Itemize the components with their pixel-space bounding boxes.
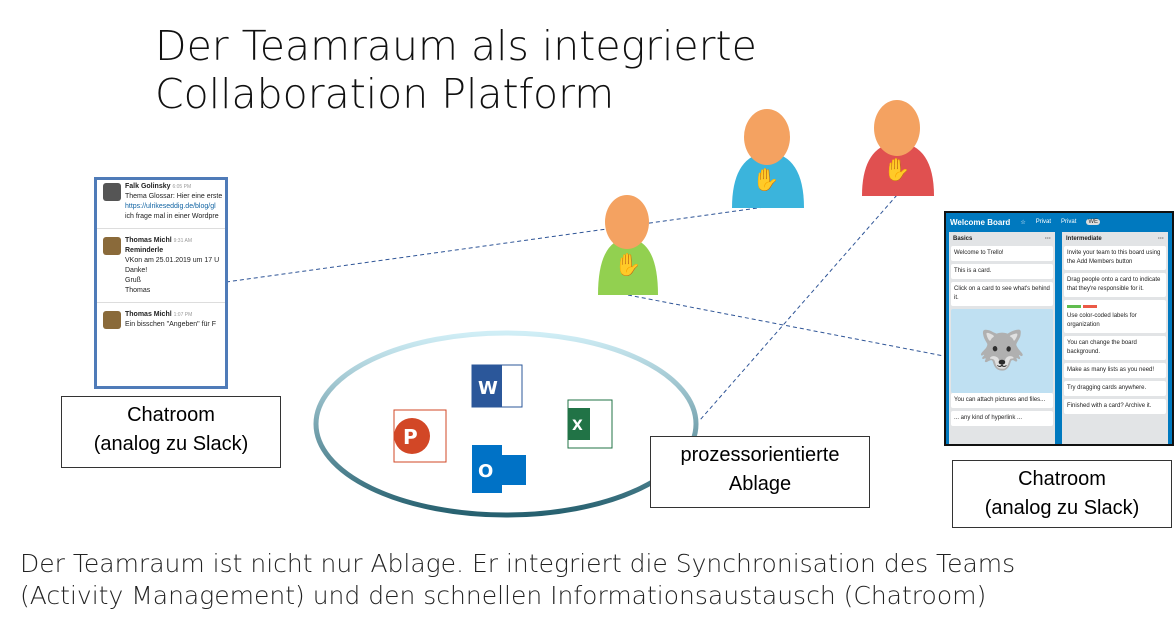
- caption-line-2: (Activity Management) und den schnellen …: [20, 581, 987, 610]
- person-green-icon: ✋: [598, 195, 658, 295]
- message-line: Ein bisschen "Angeben" für F: [125, 321, 216, 328]
- label-line: Chatroom: [127, 404, 215, 426]
- list-intermediate: Intermediate ··· Invite your team to this…: [1062, 232, 1168, 444]
- list-title: Intermediate: [1066, 236, 1102, 242]
- color-labels: [1067, 303, 1163, 312]
- card[interactable]: Use color-coded labels for organization: [1064, 300, 1166, 333]
- privacy-label[interactable]: Privat: [1035, 219, 1052, 225]
- label-line: Chatroom: [1018, 468, 1106, 490]
- svg-text:W: W: [478, 378, 498, 399]
- timestamp: 6:05 PM: [172, 184, 192, 190]
- connector-line: [225, 205, 773, 283]
- star-icon[interactable]: ☆: [1020, 219, 1026, 226]
- card[interactable]: Make as many lists as you need!: [1064, 363, 1166, 378]
- card[interactable]: ... any kind of hyperlink ...: [951, 411, 1053, 426]
- card-text: Use color-coded labels for organization: [1067, 313, 1137, 328]
- author: Falk Golinsky: [125, 183, 171, 190]
- slide-caption: Der Teamraum ist nicht nur Ablage. Er in…: [20, 548, 1015, 612]
- word-icon: W: [471, 364, 523, 408]
- more-icon[interactable]: ···: [1045, 236, 1051, 242]
- avatar: [103, 183, 121, 201]
- label-line: (analog zu Slack): [93, 433, 249, 455]
- label-line: prozessorientierte: [680, 444, 840, 466]
- card[interactable]: Invite your team to this board using the…: [1064, 246, 1166, 270]
- label-chatroom-right: Chatroom (analog zu Slack): [952, 460, 1172, 528]
- avatar: [103, 237, 121, 255]
- message-line: Danke!: [125, 267, 148, 274]
- message-line: Thema Glossar: Hier eine erste: [125, 193, 223, 200]
- card[interactable]: You can change the board background.: [1064, 336, 1166, 360]
- husky-image: 🐺: [951, 309, 1053, 393]
- powerpoint-icon: P: [393, 409, 447, 463]
- card[interactable]: Click on a card to see what's behind it.: [951, 282, 1053, 306]
- timestamp: 9:31 AM: [173, 238, 192, 244]
- outlook-icon: O: [472, 445, 526, 493]
- more-icon[interactable]: ···: [1158, 236, 1164, 242]
- card[interactable]: Welcome to Trello!: [951, 246, 1053, 261]
- title-line-1: Der Teamraum als integrierte: [155, 22, 757, 70]
- svg-text:✋: ✋: [752, 167, 779, 193]
- message-line: VKon am 25.01.2019 um 17 U: [125, 257, 220, 264]
- card[interactable]: Try dragging cards anywhere.: [1064, 381, 1166, 396]
- author: Thomas Michl: [125, 237, 172, 244]
- label-line: (analog zu Slack): [984, 497, 1140, 519]
- caption-line-1: Der Teamraum ist nicht nur Ablage. Er in…: [20, 549, 1016, 578]
- svg-text:✋: ✋: [614, 252, 641, 278]
- message-line: Gruß: [125, 277, 141, 284]
- list-basics: Basics ··· Welcome to Trello! This is a c…: [949, 232, 1055, 444]
- connector-line: [627, 294, 945, 357]
- chat-message: Thomas Michl 1:07 PM Ein bisschen "Angebe…: [97, 311, 225, 329]
- chat-message: Falk Golinsky 6:05 PM Thema Glossar: Hier…: [97, 183, 225, 220]
- card[interactable]: Drag people onto a card to indicate that…: [1064, 273, 1166, 297]
- message-line: ich frage mal in einer Wordpre: [125, 213, 219, 220]
- title-line-2: Collaboration Platform: [155, 70, 615, 118]
- board-header: Welcome Board ☆ Privat Privat WE: [946, 213, 1172, 231]
- storage-ellipse: [313, 330, 699, 518]
- slack-screenshot: Falk Golinsky 6:05 PM Thema Glossar: Hier…: [94, 177, 228, 389]
- avatar[interactable]: WE: [1086, 219, 1101, 225]
- author: Thomas Michl: [125, 311, 172, 318]
- connector-line: [699, 194, 898, 421]
- privacy-label[interactable]: Privat: [1061, 219, 1077, 225]
- svg-text:X: X: [572, 418, 583, 434]
- message-link[interactable]: https://ulrikeseddig.de/blog/gl: [125, 203, 216, 210]
- message-line: Reminderle: [125, 247, 164, 254]
- svg-text:P: P: [403, 425, 418, 449]
- person-blue-icon: ✋: [732, 109, 804, 208]
- card[interactable]: Finished with a card? Archive it.: [1064, 399, 1166, 414]
- board-title: Welcome Board: [950, 217, 1011, 227]
- message-line: Thomas: [125, 287, 151, 294]
- label-line: Ablage: [728, 473, 792, 495]
- excel-icon: X: [567, 399, 613, 449]
- person-red-icon: ✋: [862, 100, 934, 196]
- trello-screenshot: Welcome Board ☆ Privat Privat WE Basics ··· W…: [944, 211, 1174, 446]
- avatar: [103, 311, 121, 329]
- svg-text:O: O: [478, 461, 493, 482]
- card[interactable]: You can attach pictures and files...: [951, 393, 1053, 408]
- label-chatroom-left: Chatroom (analog zu Slack): [61, 396, 281, 468]
- list-title: Basics: [953, 236, 973, 242]
- timestamp: 1:07 PM: [173, 312, 193, 318]
- svg-text:✋: ✋: [883, 157, 910, 183]
- card[interactable]: This is a card.: [951, 264, 1053, 279]
